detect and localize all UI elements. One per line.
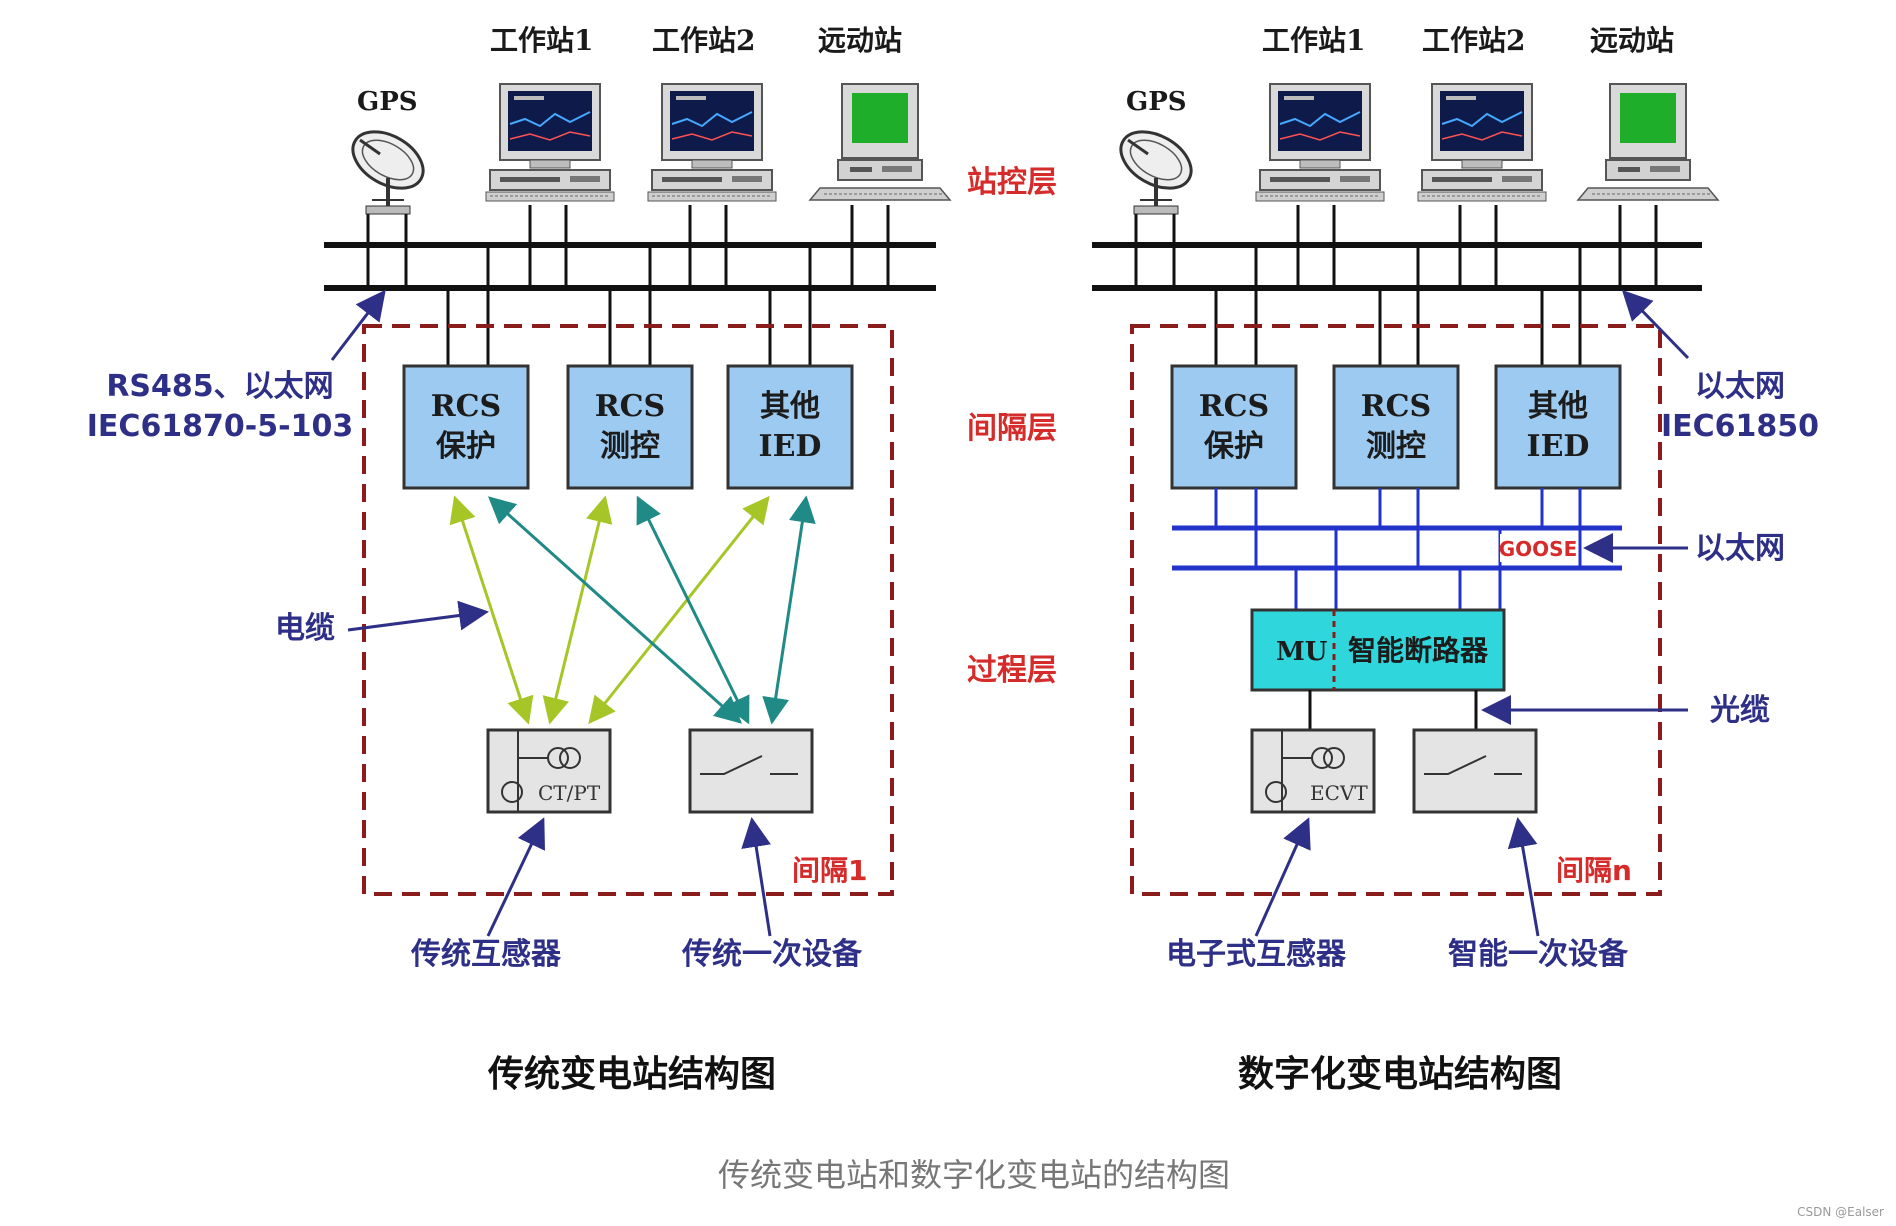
right-goose-badge bbox=[1500, 534, 1576, 562]
left-bay-boundary bbox=[362, 324, 894, 896]
left-module-other-ied-line2: IED bbox=[759, 429, 822, 464]
right-fiber-label: 光缆 bbox=[1710, 693, 1770, 728]
left-module-rcs-protection: RCS 保护 bbox=[402, 364, 530, 490]
left-workstation1-label: 工作站1 bbox=[490, 24, 593, 57]
right-bus-protocol-label-1: 以太网 bbox=[1695, 369, 1785, 404]
right-bay-label: 间隔n bbox=[1556, 854, 1632, 887]
csdn-watermark: CSDN @Ealser bbox=[1797, 1205, 1884, 1219]
left-gps-dish-icon bbox=[341, 118, 435, 216]
right-goose-label: GOOSE bbox=[1499, 537, 1578, 561]
right-smart-breaker-label: 智能断路器 bbox=[1348, 634, 1489, 667]
left-ct-pt-device: CT/PT bbox=[486, 728, 612, 814]
left-ct-pt-label: CT/PT bbox=[538, 781, 601, 805]
left-bay-label: 间隔1 bbox=[792, 854, 867, 887]
right-remote-station-icon bbox=[1577, 83, 1719, 201]
left-module-rcs-control: RCS 测控 bbox=[566, 364, 694, 490]
right-module-other-ied-line2: IED bbox=[1527, 429, 1590, 464]
left-cable-label: 电缆 bbox=[275, 611, 335, 646]
left-instrument-transformer-label: 传统互感器 bbox=[410, 937, 562, 972]
right-bus-protocol-arrow bbox=[1621, 289, 1690, 360]
left-gps-label: GPS bbox=[357, 87, 418, 117]
right-module-rcs-control-line2: 测控 bbox=[1366, 429, 1426, 464]
layer-labels: 站控层 间隔层 过程层 bbox=[967, 165, 1057, 688]
left-module-rcs-control-line1: RCS bbox=[595, 389, 665, 424]
right-remote-station-label: 远动站 bbox=[1590, 24, 1674, 57]
right-workstation1-icon bbox=[1255, 83, 1385, 202]
right-workstation2-label: 工作站2 bbox=[1422, 24, 1525, 57]
left-module-other-ied: 其他 IED bbox=[726, 364, 854, 490]
left-ct-coil-icon bbox=[547, 747, 569, 769]
left-workstation2-label: 工作站2 bbox=[652, 24, 755, 57]
left-remote-station-icon bbox=[809, 83, 951, 201]
right-workstation2-icon bbox=[1417, 83, 1547, 202]
left-breaker-device bbox=[688, 728, 814, 814]
left-primary-equipment-arrow bbox=[741, 817, 772, 937]
right-process-ethernet-label: 以太网 bbox=[1695, 531, 1785, 566]
right-mu-smart-breaker: MU 智能断路器 bbox=[1250, 608, 1506, 692]
right-workstation1-label: 工作站1 bbox=[1262, 24, 1365, 57]
right-module-rcs-protection-line2: 保护 bbox=[1204, 429, 1264, 464]
right-gps-dish-icon bbox=[1109, 118, 1203, 216]
right-diagram: GPS 工作站1 工作站2 远动站 以太网 bbox=[1092, 24, 1819, 1095]
left-cable-connections bbox=[449, 495, 816, 725]
left-bay-drops bbox=[446, 245, 812, 368]
left-primary-equipment-label: 传统一次设备 bbox=[681, 937, 863, 972]
bay-layer-label: 间隔层 bbox=[967, 411, 1057, 446]
right-switch-icon bbox=[1424, 755, 1522, 775]
right-module-rcs-control-line1: RCS bbox=[1361, 389, 1431, 424]
right-ecvt-device: ECVT bbox=[1250, 728, 1376, 814]
right-module-other-ied-line1: 其他 bbox=[1528, 389, 1588, 424]
left-module-other-ied-line1: 其他 bbox=[760, 389, 820, 424]
right-ecvt-source-icon bbox=[1265, 781, 1287, 803]
right-ecvt-coil-icon bbox=[1311, 747, 1333, 769]
right-transformer-arrow bbox=[1254, 817, 1311, 937]
right-bus-protocol-label-2: IEC61850 bbox=[1661, 409, 1819, 444]
left-title: 传统变电站结构图 bbox=[487, 1053, 776, 1095]
left-module-rcs-protection-line2: 保护 bbox=[436, 429, 496, 464]
right-bay-boundary bbox=[1130, 324, 1662, 896]
right-smart-breaker-device bbox=[1412, 728, 1538, 814]
left-pt-source-icon bbox=[501, 781, 523, 803]
left-workstation2-icon bbox=[647, 83, 777, 202]
right-electronic-transformer-label: 电子式互感器 bbox=[1166, 937, 1347, 972]
figure-caption: 传统变电站和数字化变电站的结构图 bbox=[718, 1156, 1230, 1194]
left-transformer-arrow bbox=[486, 817, 545, 937]
right-module-other-ied: 其他 IED bbox=[1494, 364, 1622, 490]
left-cable-arrow bbox=[347, 600, 489, 632]
right-module-rcs-control: RCS 测控 bbox=[1332, 364, 1460, 490]
station-control-layer-label: 站控层 bbox=[967, 165, 1057, 200]
left-module-rcs-control-line2: 测控 bbox=[600, 429, 660, 464]
right-mu-label: MU bbox=[1276, 637, 1328, 667]
right-module-rcs-protection: RCS 保护 bbox=[1170, 364, 1298, 490]
left-workstation1-icon bbox=[485, 83, 615, 202]
right-module-rcs-protection-line1: RCS bbox=[1199, 389, 1269, 424]
left-bus-protocol-label-2: IEC61870-5-103 bbox=[87, 409, 353, 444]
right-title: 数字化变电站结构图 bbox=[1238, 1053, 1562, 1095]
process-layer-label: 过程层 bbox=[967, 653, 1057, 688]
left-diagram: GPS 工作站1 工作站2 远动站 RS485、以太 bbox=[87, 24, 951, 1095]
right-ecvt-label: ECVT bbox=[1310, 781, 1368, 805]
right-bay-drops bbox=[1214, 245, 1582, 368]
right-gps-label: GPS bbox=[1126, 87, 1187, 117]
left-module-rcs-protection-line1: RCS bbox=[431, 389, 501, 424]
left-remote-station-label: 远动站 bbox=[818, 24, 902, 57]
right-smart-primary-label: 智能一次设备 bbox=[1448, 937, 1629, 972]
left-switch-icon bbox=[700, 755, 798, 775]
right-smart-primary-arrow bbox=[1507, 817, 1540, 937]
left-bus-protocol-label-1: RS485、以太网 bbox=[106, 369, 333, 404]
left-bus-protocol-arrow bbox=[330, 289, 386, 361]
